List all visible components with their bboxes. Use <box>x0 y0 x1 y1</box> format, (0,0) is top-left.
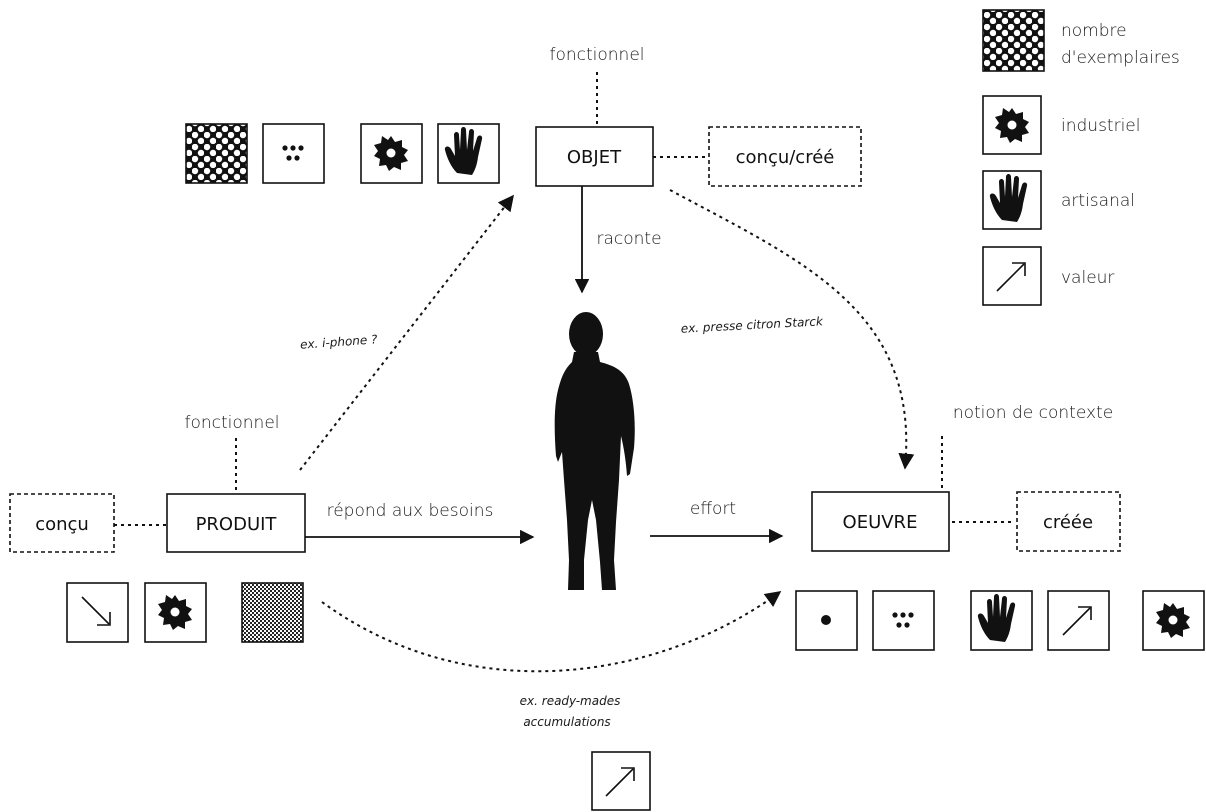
concu-node[interactable]: conçu <box>9 493 115 553</box>
bottom-value-icon <box>591 751 651 811</box>
ex-ready-label-2: accumulations <box>523 715 610 729</box>
effort-label: effort <box>690 499 736 519</box>
gear-icon <box>1142 590 1205 651</box>
concu-cree-label: conçu/créé <box>736 147 835 168</box>
objet-label: OBJET <box>567 147 622 168</box>
objet-oeuvre-arrow <box>669 189 915 470</box>
notion-contexte-label: notion de contexte <box>953 403 1113 423</box>
legend: nombre d'exemplaires industriel artisana… <box>982 9 1180 306</box>
fonctionnel-left-label: fonctionnel <box>184 413 279 433</box>
legend-exemplaires-label-2: d'exemplaires <box>1061 48 1180 68</box>
few-dots-icon <box>262 123 325 184</box>
produit-oeuvre-arrow <box>321 591 782 673</box>
concu-cree-node[interactable]: conçu/créé <box>708 126 862 187</box>
objet-icon-group <box>185 123 500 184</box>
dense-dots-icon <box>982 9 1045 72</box>
ex-presse-label: ex. presse citron Starck <box>680 314 824 335</box>
gear-icon <box>360 123 423 184</box>
person-silhouette <box>554 312 635 590</box>
legend-item-valeur: valeur <box>982 246 1114 306</box>
legend-item-artisanal: artisanal <box>982 170 1135 230</box>
oeuvre-icon-group <box>795 590 1205 651</box>
dense-dots-icon <box>185 123 248 184</box>
single-dot-icon <box>795 590 858 651</box>
few-dots-icon <box>872 590 935 651</box>
legend-valeur-label: valeur <box>1061 268 1114 288</box>
legend-item-industriel: industriel <box>982 95 1140 155</box>
ex-iphone-label: ex. i-phone ? <box>300 332 379 351</box>
produit-icon-group <box>66 582 304 643</box>
produit-objet-arrow <box>299 194 514 471</box>
produit-node[interactable]: PRODUIT <box>166 493 306 553</box>
raconte-label: raconte <box>596 229 661 249</box>
concu-label: conçu <box>35 514 89 535</box>
produit-label: PRODUIT <box>196 514 278 535</box>
hand-icon <box>970 590 1033 651</box>
repond-label: répond aux besoins <box>327 501 494 521</box>
creee-label: créée <box>1043 512 1093 533</box>
oeuvre-node[interactable]: OEUVRE <box>811 491 950 552</box>
fine-dots-icon <box>241 582 304 643</box>
oeuvre-label: OEUVRE <box>843 512 918 533</box>
gear-icon <box>144 582 207 643</box>
legend-artisanal-label: artisanal <box>1061 191 1135 211</box>
legend-item-exemplaires: nombre d'exemplaires <box>982 9 1180 72</box>
arrow-up-right-icon <box>1047 590 1110 651</box>
creee-node[interactable]: créée <box>1016 491 1121 552</box>
hand-icon <box>437 123 500 184</box>
arrow-down-right-icon <box>66 582 129 643</box>
fonctionnel-top-label: fonctionnel <box>549 45 644 65</box>
legend-exemplaires-label-1: nombre <box>1061 21 1127 41</box>
legend-industriel-label: industriel <box>1061 116 1140 136</box>
ex-ready-label-1: ex. ready-mades <box>520 694 621 708</box>
objet-node[interactable]: OBJET <box>535 126 654 187</box>
